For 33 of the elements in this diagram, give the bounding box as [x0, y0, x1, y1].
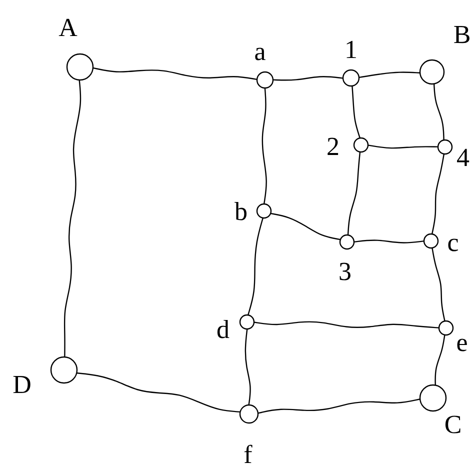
- wavy-line: [254, 321, 440, 328]
- wavy-line: [64, 80, 82, 358]
- wavy-line: [368, 144, 438, 149]
- wavy-line: [354, 240, 424, 244]
- vertex-label: c: [447, 230, 459, 256]
- wavy-line: [272, 76, 344, 81]
- vertex-label: b: [234, 199, 248, 225]
- vertex-label: B: [453, 22, 471, 48]
- vertex-label: a: [254, 39, 266, 65]
- wavy-line: [262, 88, 267, 204]
- vertex-label: C: [444, 412, 462, 438]
- wavy-line: [352, 86, 361, 138]
- vertex-label: 4: [456, 145, 470, 171]
- wavy-line: [432, 248, 446, 322]
- wavy-line: [258, 398, 420, 414]
- wavy-line: [76, 372, 240, 413]
- wavy-line: [433, 84, 444, 140]
- vertex-label: 3: [338, 259, 352, 285]
- wavy-line: [270, 212, 341, 240]
- wavy-line: [358, 72, 420, 78]
- wavy-line: [92, 67, 258, 80]
- wavy-line: [247, 218, 264, 316]
- vertex-label: A: [58, 15, 78, 41]
- vertex-label: 2: [326, 134, 340, 160]
- vertex-label: f: [244, 442, 252, 468]
- wavy-line: [434, 334, 446, 386]
- wavy-line: [431, 154, 445, 234]
- vertex-label: D: [12, 372, 32, 398]
- vertex-label: 1: [344, 37, 358, 63]
- vertex-label: d: [216, 317, 230, 343]
- vertex-label: e: [456, 330, 468, 356]
- wavy-line: [347, 152, 361, 236]
- wavy-line: [244, 328, 251, 406]
